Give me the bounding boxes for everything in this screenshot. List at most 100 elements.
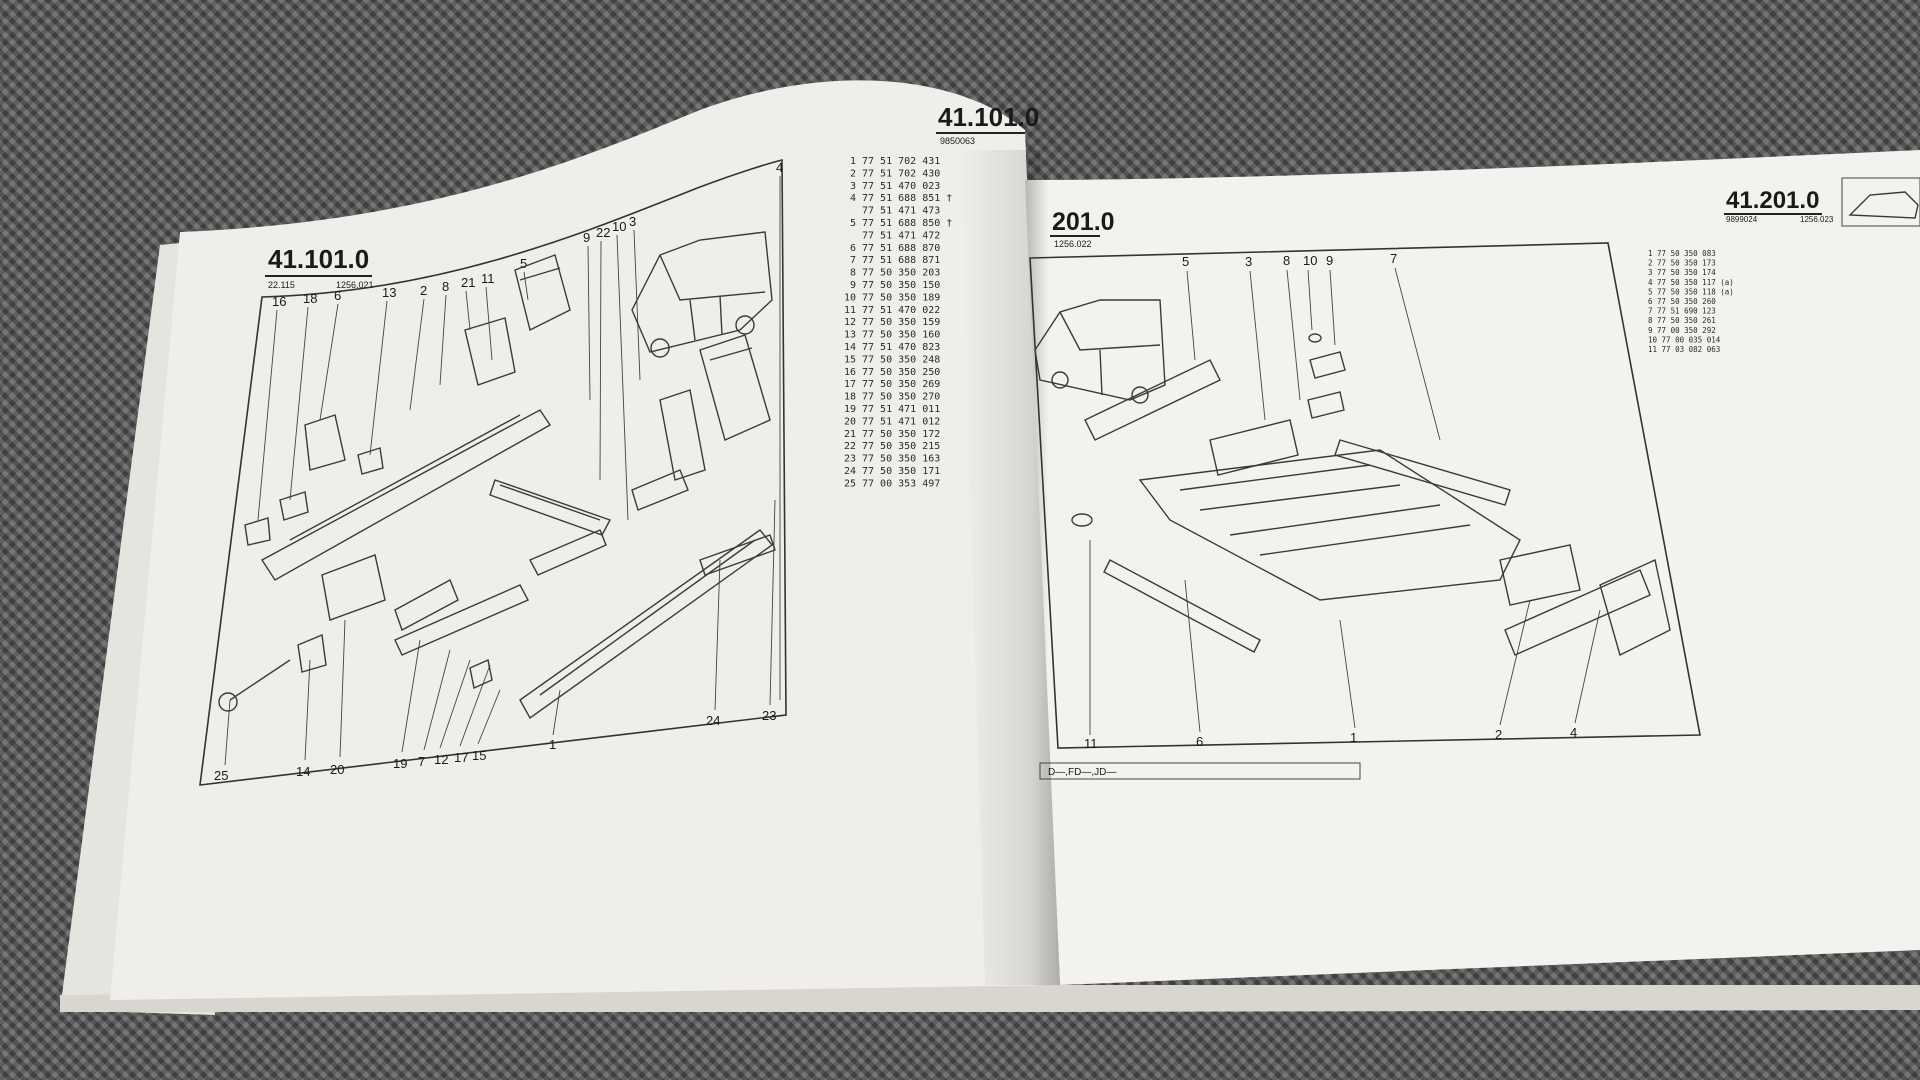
parts-list-number: 8 (850, 268, 856, 279)
parts-list-number: 4 (850, 193, 856, 204)
right-parts-list-item: 4 77 50 350 117 (a) (1648, 278, 1734, 287)
parts-list-ref: 77 50 350 270 (862, 392, 940, 403)
parts-list-ref: 77 51 470 022 (862, 305, 940, 316)
right-page-content: 201.0 1256.022 41.201.0 9899024 1256.023… (1029, 177, 1920, 780)
bracket-top (514, 254, 571, 332)
left-page-code: 41.101.0 (268, 244, 369, 274)
left-page-sub-right: 1256.021 (336, 280, 374, 290)
block-20 (321, 554, 386, 621)
callout-6: 6 (334, 288, 341, 303)
callout-22: 22 (596, 225, 610, 240)
parts-list-ref: 77 51 688 871 (862, 255, 940, 266)
clip-16 (244, 517, 271, 546)
callout-1: 1 (549, 737, 556, 752)
parts-list-number: 21 (844, 429, 856, 440)
mid-header-sub: 9850063 (940, 136, 975, 146)
parts-list-number: 10 (844, 292, 856, 303)
parts-list-ref: 77 50 350 248 (862, 354, 940, 365)
parts-list-number: 3 (850, 181, 856, 192)
left-diagram-frame (199, 158, 787, 786)
right-parts-list-item: 11 77 03 082 063 (1648, 345, 1720, 354)
strut-24 (699, 534, 776, 576)
strip-7 (394, 579, 459, 632)
parts-list-ref: 77 50 350 172 (862, 429, 940, 440)
parts-list-number: 12 (844, 317, 856, 328)
parts-list-number: 17 (844, 379, 856, 390)
callout-r2: 2 (1495, 727, 1502, 742)
callout-r9: 9 (1326, 253, 1333, 268)
left-leader-lines (224, 176, 781, 766)
sill-4 (1504, 559, 1671, 657)
callout-25: 25 (214, 768, 228, 783)
parts-list-ref: 77 50 350 150 (862, 280, 940, 291)
right-parts-list-item: 7 77 51 690 123 (1648, 307, 1716, 316)
right-sub-right: 1256.023 (1800, 215, 1834, 224)
parts-list-ref: 77 50 350 203 (862, 268, 940, 279)
right-bottom-callouts: 11 6 1 2 4 (1084, 725, 1577, 751)
rail-7 (1334, 439, 1511, 506)
callout-11: 11 (481, 271, 495, 286)
book (60, 80, 1920, 1015)
callout-21: 21 (461, 275, 475, 290)
parts-list-ref: 77 50 350 160 (862, 330, 940, 341)
bush-25 (218, 692, 238, 712)
parts-list-ref: 77 50 350 171 (862, 466, 940, 477)
right-partial-sub: 1256.022 (1054, 239, 1092, 249)
van-sketch-right (1034, 299, 1166, 401)
parts-list-ref: 77 51 702 431 (862, 156, 940, 167)
callout-23: 23 (762, 708, 776, 723)
parts-list-number: 9 (850, 280, 856, 291)
parts-list-ref: 77 50 350 163 (862, 454, 940, 465)
callout-10: 10 (612, 219, 626, 234)
right-sub-left: 9899024 (1726, 215, 1758, 224)
parts-list-ref: 77 51 470 823 (862, 342, 940, 353)
callout-r11: 11 (1084, 736, 1098, 751)
callout-14: 14 (296, 764, 310, 779)
callout-13: 13 (382, 285, 396, 300)
callout-19: 19 (393, 756, 407, 771)
callout-3: 3 (629, 214, 636, 229)
right-partial-code: 201.0 (1052, 208, 1115, 236)
van-right-wheel-rear (1131, 386, 1149, 404)
left-bottom-callouts: 25 14 20 19 7 12 17 15 1 24 23 (214, 708, 776, 783)
callout-r3: 3 (1245, 254, 1252, 269)
right-top-callouts: 5 3 8 10 9 7 (1182, 251, 1397, 269)
parts-list-ref: 77 51 471 012 (862, 416, 940, 427)
parts-list-number: 7 (850, 255, 856, 266)
panel-right (699, 334, 771, 441)
parts-list-number: 6 (850, 243, 856, 254)
box-2 (1499, 544, 1581, 606)
van-wheel-rear (735, 315, 755, 335)
mount-6 (304, 414, 346, 471)
right-part-drawings (1034, 299, 1671, 657)
parts-list-number: 5 (850, 218, 856, 229)
parts-list-ref: 77 50 350 189 (862, 292, 940, 303)
parts-list-ref: 77 50 350 159 (862, 317, 940, 328)
parts-list-number: 14 (844, 342, 856, 353)
callout-16: 16 (272, 294, 286, 309)
parts-list-ref: 77 51 688 870 (862, 243, 940, 254)
parts-list-ref: 77 50 350 250 (862, 367, 940, 378)
right-parts-list-item: 2 77 50 350 173 (1648, 259, 1716, 268)
variant-strip (1039, 762, 1361, 780)
car-thumbnail (1848, 191, 1919, 219)
callout-r4: 4 (1570, 725, 1577, 740)
side-member (519, 529, 774, 720)
right-page (1025, 150, 1920, 985)
parts-list-ref: 77 51 702 430 (862, 168, 940, 179)
callout-8: 8 (442, 279, 449, 294)
callout-4: 4 (776, 160, 783, 175)
parts-list-ref: 77 00 353 497 (862, 478, 940, 489)
parts-list-number: 11 (844, 305, 856, 316)
callout-9: 9 (583, 230, 590, 245)
parts-list-number: 15 (844, 354, 856, 365)
van-wheel-front (650, 338, 670, 358)
plate-8 (1309, 351, 1346, 379)
right-parts-list-item: 10 77 00 035 014 (1648, 335, 1721, 344)
left-page-sub-left: 22.115 (268, 280, 295, 290)
callout-7: 7 (418, 754, 425, 769)
clip-15 (469, 659, 493, 689)
bracket-mid (464, 317, 516, 386)
